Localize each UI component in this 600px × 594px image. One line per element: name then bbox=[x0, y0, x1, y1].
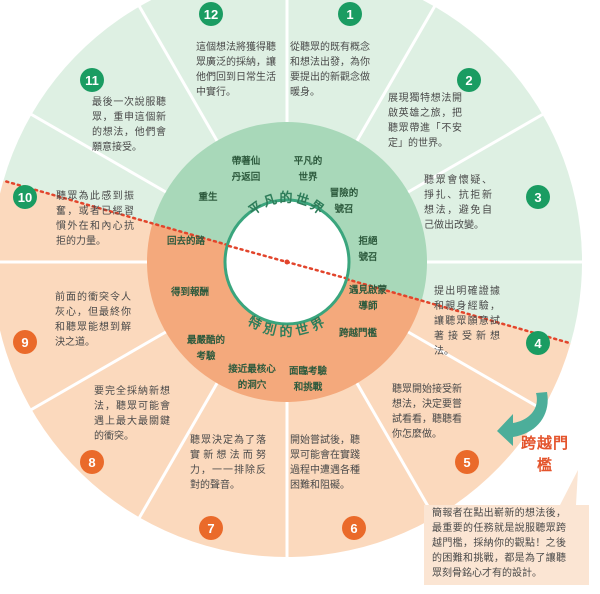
step-number: 8 bbox=[88, 455, 95, 470]
step-description: 前面的衝突令人灰心，但最終你和聽眾能想到解決之道。 bbox=[55, 292, 131, 348]
step-badge bbox=[342, 516, 366, 540]
middle-ring-label: 帶著仙丹返回 bbox=[232, 155, 261, 183]
wedge-divider bbox=[135, 382, 219, 523]
presenter-note: 簡報者在點出嶄新的想法後，最重要的任務就是說服聽眾跨越門檻，採納你的觀點！之後的… bbox=[432, 508, 566, 579]
middle-ring-label: 拒絕號召 bbox=[358, 235, 378, 263]
threshold-callout: 跨越門檻 bbox=[521, 434, 570, 474]
step-description: 聽眾會懷疑、掙扎、抗拒新想法，避免自己做出改變。 bbox=[424, 175, 492, 231]
step-badge bbox=[199, 516, 223, 540]
step-description: 從聽眾的既有概念和想法出發，為你要提出的新觀念做暖身。 bbox=[290, 42, 370, 98]
step-description: 聽眾為此感到振奮，或者已經習慣外在和內心抗拒的力量。 bbox=[56, 191, 134, 247]
step-description: 最後一次說服聽眾，重申這個新的想法，他們會願意接受。 bbox=[92, 97, 166, 153]
step-badge bbox=[455, 450, 479, 474]
middle-ring-label: 平凡的世界 bbox=[294, 155, 323, 183]
step-number: 6 bbox=[350, 521, 357, 536]
step-description: 聽眾開始接受新想法，決定要嘗試看看，聽聽看你怎麼做。 bbox=[392, 384, 462, 440]
middle-ring-label: 得到報酬 bbox=[170, 286, 209, 298]
step-number: 7 bbox=[207, 521, 214, 536]
step-number: 12 bbox=[204, 7, 218, 22]
step-badge bbox=[457, 68, 481, 92]
step-description: 這個想法將獲得聽眾廣泛的採納，讓他們回到日常生活中實行。 bbox=[196, 42, 276, 98]
step-description: 開始嘗試後，聽眾可能會在實踐過程中遭遇各種困難和阻礙。 bbox=[290, 435, 360, 491]
step-badge bbox=[13, 185, 37, 209]
step-description: 提出明確證據和親身經驗，讓聽眾願意試著接受新想法。 bbox=[434, 286, 500, 357]
wedge-divider bbox=[26, 330, 167, 414]
wedge-divider bbox=[26, 110, 167, 194]
step-badge bbox=[80, 68, 104, 92]
note-bubble bbox=[424, 470, 589, 585]
step-description: 聽眾決定為了落實新想法而努力，一一排除反對的聲音。 bbox=[190, 435, 266, 491]
step-badge bbox=[526, 185, 550, 209]
threshold-boundary bbox=[5, 180, 569, 344]
wedge-divider bbox=[355, 1, 439, 142]
wedge-divider bbox=[407, 330, 548, 414]
step-description: 展現獨特想法開啟英雄之旅，把聽眾帶進「不安定」的世界。 bbox=[388, 93, 462, 149]
step-number: 1 bbox=[346, 7, 353, 22]
center-dot bbox=[284, 259, 290, 265]
middle-ring-label: 跨越門檻 bbox=[339, 327, 378, 339]
step-number: 5 bbox=[463, 455, 470, 470]
middle-ring-label: 冒險的號召 bbox=[330, 187, 359, 215]
step-description: 要完全採納新想法，聽眾可能會遇上最大最關鍵的衝突。 bbox=[94, 386, 170, 442]
step-number: 11 bbox=[85, 73, 99, 88]
step-number: 4 bbox=[534, 336, 542, 351]
middle-ring-label: 最嚴酷的考驗 bbox=[187, 334, 226, 362]
step-badge bbox=[199, 2, 223, 26]
middle-ring-label: 重生 bbox=[198, 191, 218, 203]
middle-ring-label: 回去的路 bbox=[167, 235, 206, 247]
step-badge bbox=[338, 2, 362, 26]
threshold-arrow bbox=[497, 392, 548, 446]
step-number: 9 bbox=[21, 335, 28, 350]
middle-ring-label: 面臨考驗和挑戰 bbox=[289, 365, 328, 393]
middle-ring-label: 接近最核心的洞穴 bbox=[228, 363, 276, 391]
wedge-divider bbox=[135, 1, 219, 142]
step-badge bbox=[526, 331, 550, 355]
wedge-divider bbox=[355, 382, 439, 523]
wedge-divider bbox=[407, 110, 548, 194]
step-badge bbox=[13, 330, 37, 354]
step-number: 3 bbox=[534, 190, 541, 205]
middle-ring-label: 遇見啟蒙導師 bbox=[349, 284, 388, 312]
step-number: 2 bbox=[465, 73, 472, 88]
step-number: 10 bbox=[18, 190, 32, 205]
step-badge bbox=[80, 450, 104, 474]
